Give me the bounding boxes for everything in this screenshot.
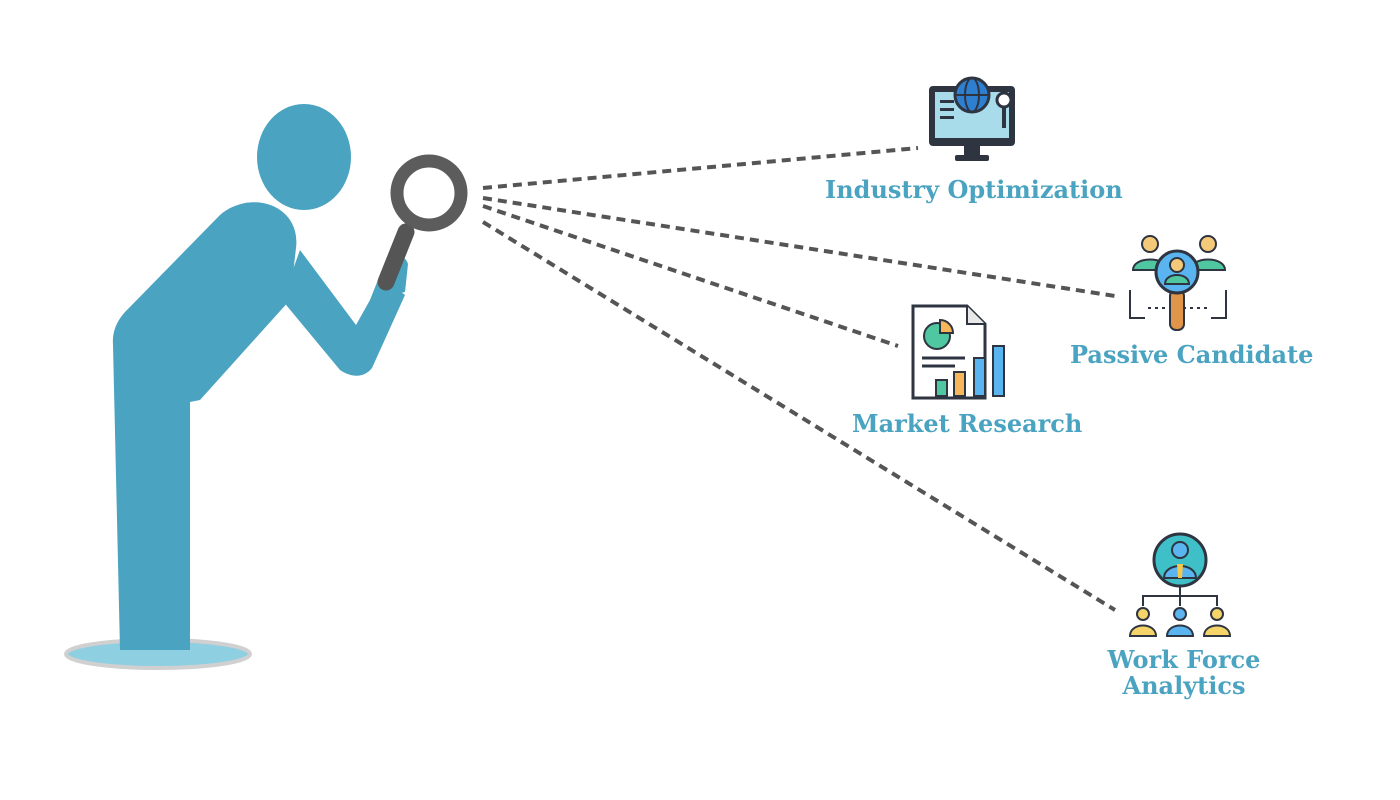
connector-passive <box>482 196 1116 298</box>
work-force-analytics-line-1: Work Force <box>1107 645 1261 674</box>
globe-monitor-icon <box>929 76 1015 161</box>
person-head <box>257 104 351 210</box>
work-force-analytics-label: Work Force Analytics <box>1100 647 1268 699</box>
org-chart-icon <box>1128 532 1232 637</box>
person-figure <box>112 104 408 650</box>
person-arm <box>282 250 405 376</box>
report-chart-icon <box>911 304 1005 400</box>
industry-optimization-label: Industry Optimization <box>825 175 1123 204</box>
magnifier-icon <box>377 154 468 291</box>
connector-market <box>482 204 899 348</box>
candidate-search-icon <box>1129 235 1227 331</box>
connector-lines <box>481 146 1117 612</box>
work-force-analytics-line-2: Analytics <box>1122 671 1246 700</box>
connector-workforce <box>481 220 1117 612</box>
market-research-label: Market Research <box>852 409 1083 438</box>
connector-industry <box>482 146 919 190</box>
person-body <box>112 202 297 650</box>
passive-candidate-label: Passive Candidate <box>1070 340 1314 369</box>
